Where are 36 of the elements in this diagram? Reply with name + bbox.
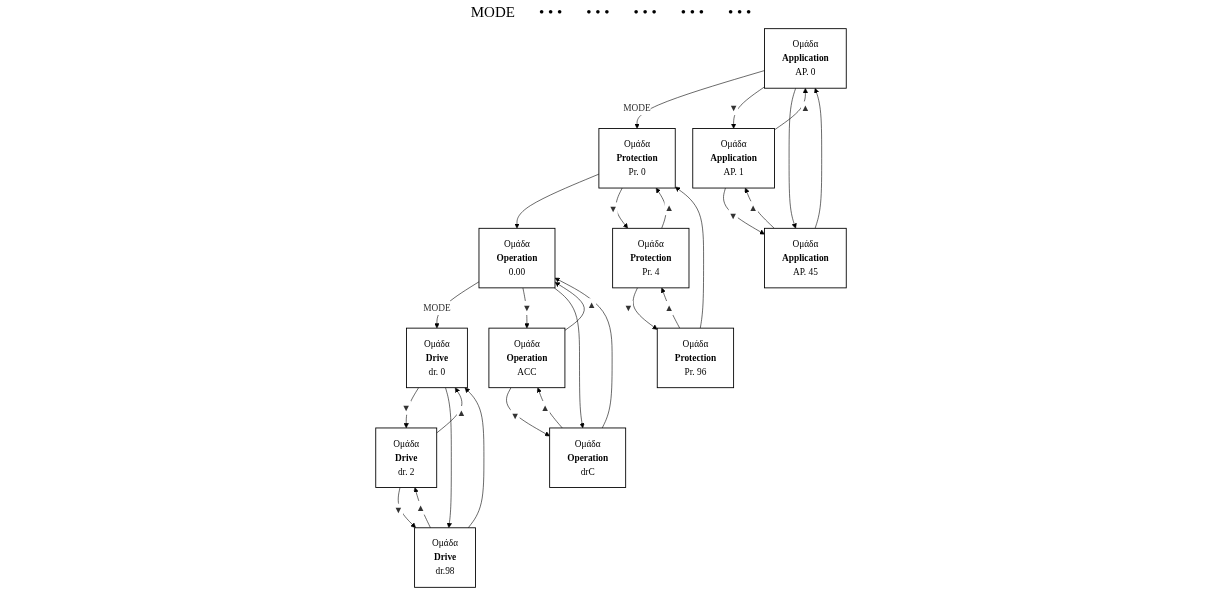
node-box: Ομάδα Drive dr. 0 [406,327,468,389]
note-text: • • • [728,4,752,22]
node-box: Ομάδα Operation drC [549,427,627,488]
edge-label: ▲ [586,300,597,310]
edge-label: ▼ [623,302,634,313]
node-box: Ομάδα Drive dr.98 [414,527,476,588]
node-box: Ομάδα Application AP. 1 [692,128,775,189]
edge-label: ▼ [728,210,738,221]
note-text: • • • [586,4,610,22]
edge-label: ▲ [540,402,550,413]
node-box: Ομάδα Application AP. 45 [764,227,847,289]
node-box: Ομάδα Drive dr. 2 [375,427,438,488]
note-text: • • • [633,4,657,22]
node-box: Ομάδα Protection Pr. 0 [598,128,676,189]
edge-label: ▼ [401,402,411,413]
edge-label: ▼ [608,204,618,215]
edge-label: MODE [423,302,451,313]
node-box: Ομάδα Protection Pr. 4 [612,227,690,289]
edge-label: ▲ [748,202,758,213]
edge-label: ▲ [456,407,466,418]
edge-label: ▼ [510,411,520,421]
edge-label: ▼ [729,103,739,114]
edge-label: ▼ [522,302,532,313]
edge-label: ▲ [664,302,674,313]
edge-label: ▲ [415,502,426,513]
node-box: Ομάδα Application AP. 0 [764,28,847,89]
edge-label: MODE [623,103,651,114]
note-text: • • • [680,4,704,22]
note-text: MODE [470,4,515,22]
node-box: Ομάδα Operation 0.00 [478,227,556,289]
edge-label: ▼ [393,505,404,516]
edge-label: ▲ [664,202,674,213]
edge-label: ▲ [800,103,811,114]
note-text: • • • [538,4,563,22]
node-box: Ομάδα Operation ACC [488,327,566,389]
node-box: Ομάδα Protection Pr. 96 [656,327,735,389]
